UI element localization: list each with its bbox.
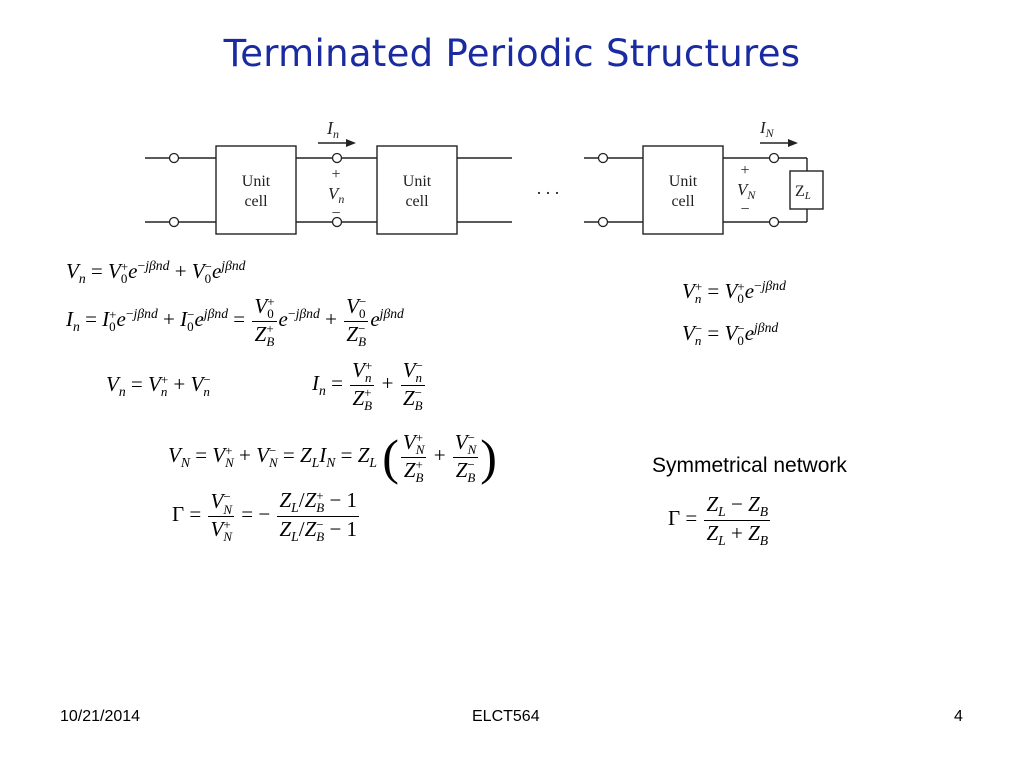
load-label: ZL bbox=[795, 183, 811, 202]
footer-page-number: 4 bbox=[954, 708, 963, 725]
minus-sign: − bbox=[740, 201, 749, 218]
plus-sign: + bbox=[331, 166, 340, 183]
plus-sign: + bbox=[740, 162, 749, 179]
unit-cell-label: Unit bbox=[669, 173, 698, 190]
slide-title: Terminated Periodic Structures bbox=[223, 32, 801, 75]
unit-cell-label: cell bbox=[671, 193, 695, 210]
terminal bbox=[597, 152, 609, 164]
ellipsis: . . . bbox=[537, 178, 560, 198]
unit-cell-box bbox=[215, 145, 297, 235]
voltage-label-n: Vn bbox=[328, 184, 344, 206]
unit-cell-label: cell bbox=[405, 193, 429, 210]
minus-sign: − bbox=[331, 205, 340, 222]
unit-cell-box bbox=[642, 145, 724, 235]
terminal bbox=[168, 152, 180, 164]
unit-cell-label: cell bbox=[244, 193, 268, 210]
terminal bbox=[331, 152, 343, 164]
symmetrical-network-note: Symmetrical network bbox=[652, 454, 847, 477]
current-label-n: In bbox=[326, 118, 339, 141]
terminal bbox=[331, 216, 343, 228]
current-label-N: IN bbox=[759, 118, 775, 140]
unit-cell-label: Unit bbox=[242, 173, 271, 190]
load-impedance-box bbox=[789, 170, 824, 210]
terminal bbox=[768, 216, 780, 228]
footer-course: ELCT564 bbox=[472, 708, 540, 725]
terminal bbox=[597, 216, 609, 228]
equation-vn-sum: Vn = V+n + V−n bbox=[106, 371, 211, 400]
unit-cell-box bbox=[376, 145, 458, 235]
footer-date: 10/21/2014 bbox=[60, 708, 141, 725]
unit-cell-label: Unit bbox=[403, 173, 432, 190]
terminal bbox=[768, 152, 780, 164]
voltage-label-N: VN bbox=[737, 180, 756, 202]
terminal bbox=[168, 216, 180, 228]
